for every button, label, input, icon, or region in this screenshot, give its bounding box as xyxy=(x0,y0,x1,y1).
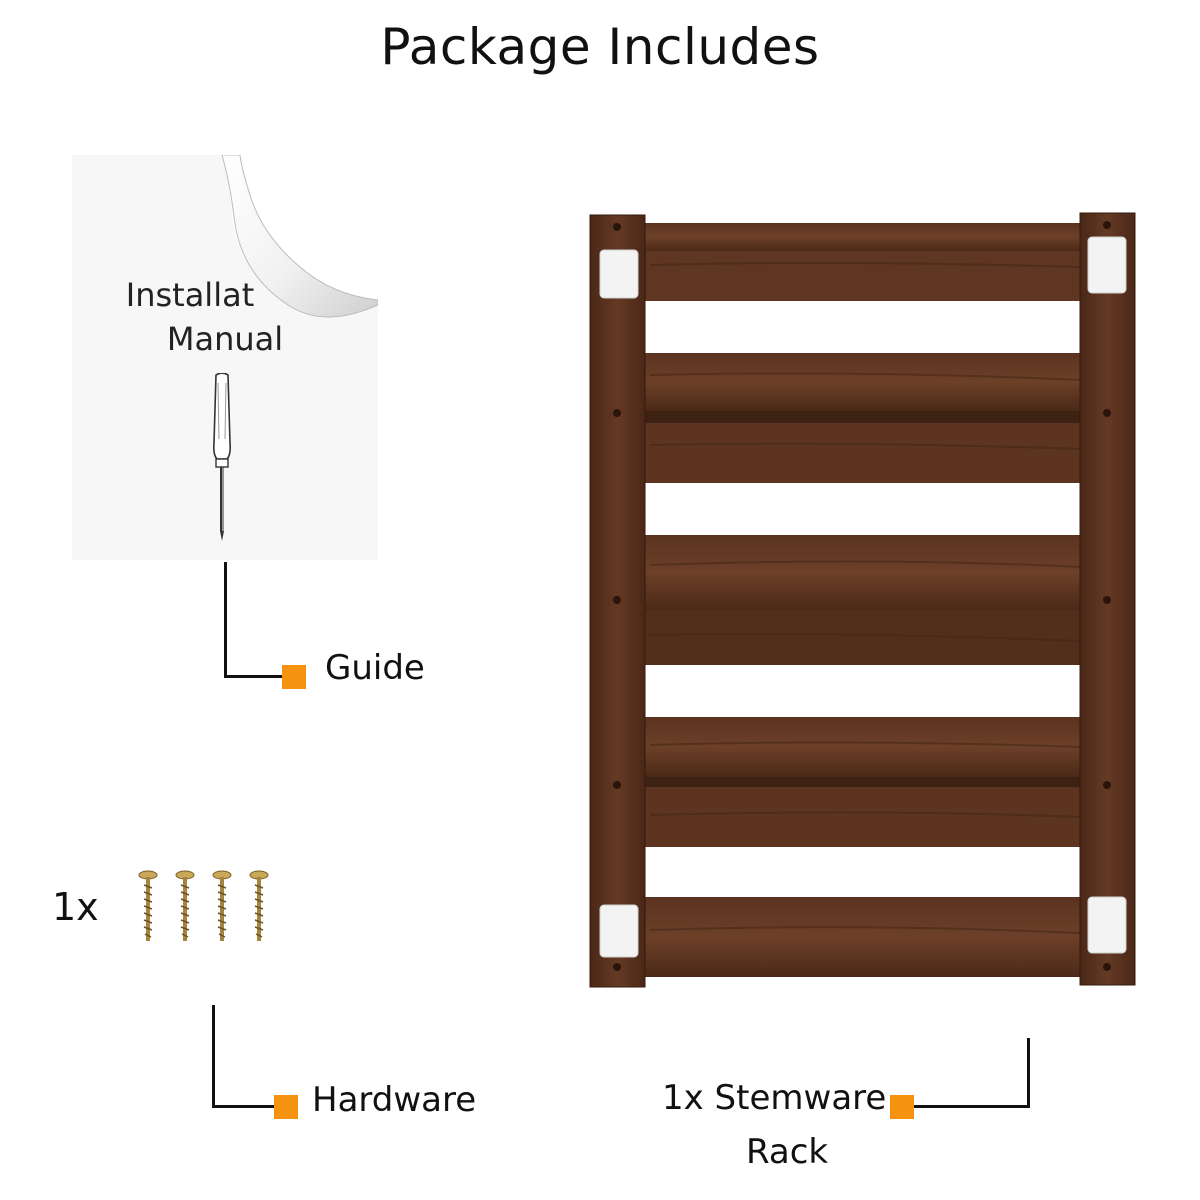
rack-connector-vertical xyxy=(1027,1038,1030,1108)
rack-label-line2: Rack xyxy=(746,1132,829,1172)
hardware-count: 1x xyxy=(52,885,99,929)
screwdriver-icon xyxy=(213,373,231,541)
hardware-label: Hardware xyxy=(312,1080,477,1120)
screw-icon xyxy=(249,870,269,941)
hardware-connector-horizontal xyxy=(212,1105,274,1108)
hardware-screws xyxy=(138,870,269,941)
rack-connector-horizontal xyxy=(914,1105,1030,1108)
installation-manual: Installat Manual xyxy=(72,155,378,560)
guide-connector-vertical xyxy=(224,562,227,678)
hardware-connector-vertical xyxy=(212,1005,215,1108)
screw-icon xyxy=(175,870,195,941)
manual-title-line1: Installat xyxy=(125,276,255,314)
rack-marker xyxy=(890,1095,914,1119)
stemware-rack xyxy=(589,212,1136,988)
hardware-marker xyxy=(274,1095,298,1119)
screw-icon xyxy=(212,870,232,941)
guide-label: Guide xyxy=(325,648,425,688)
guide-connector-horizontal xyxy=(224,675,282,678)
page-title: Package Includes xyxy=(380,18,820,76)
rack-label-line1: 1x Stemware xyxy=(662,1078,887,1118)
manual-title-line2: Manual xyxy=(166,320,284,358)
page-curl-icon xyxy=(221,155,378,318)
screw-icon xyxy=(138,870,158,941)
guide-marker xyxy=(282,665,306,689)
manual-text: Installat Manual xyxy=(72,273,378,361)
